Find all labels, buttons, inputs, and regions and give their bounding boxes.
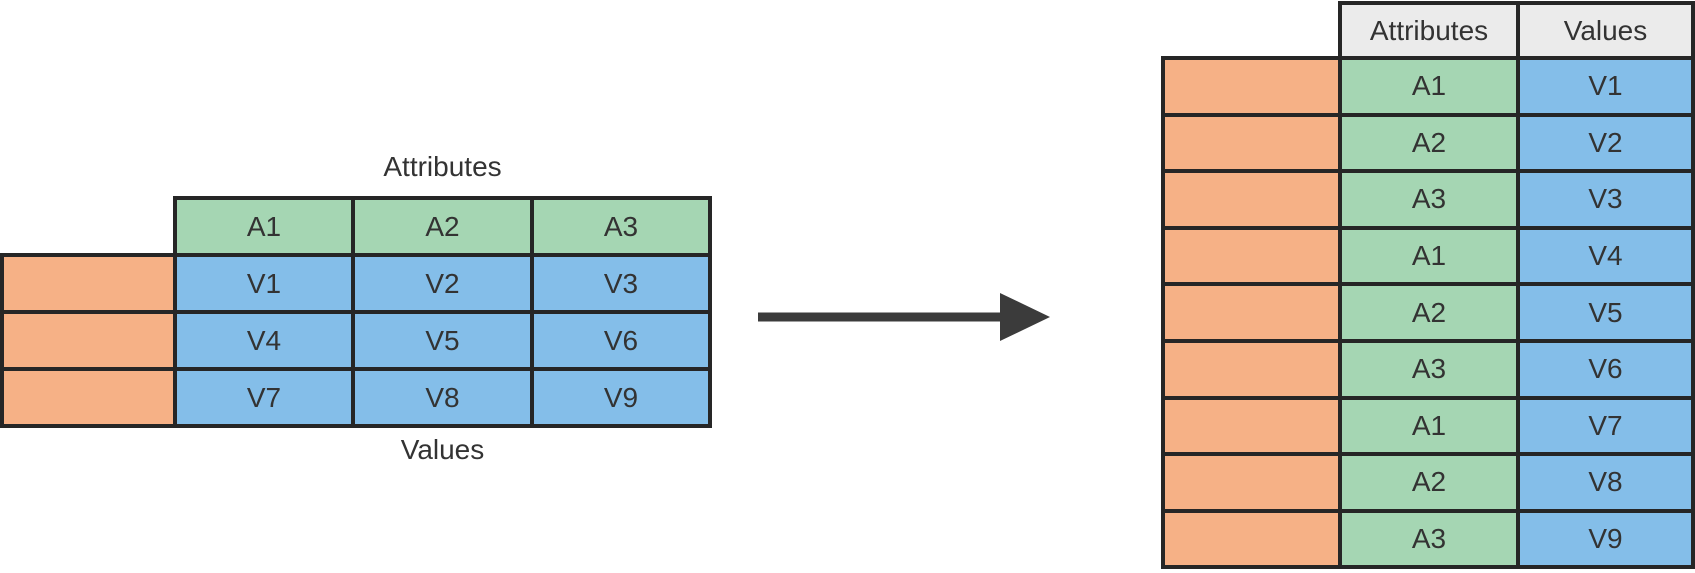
result-value-cell: V3 bbox=[1516, 169, 1695, 230]
result-attributes-header: Attributes bbox=[1338, 1, 1520, 60]
result-value-cell: V1 bbox=[1516, 56, 1695, 117]
result-attr-cell: A1 bbox=[1338, 225, 1520, 287]
result-row-stub bbox=[1161, 112, 1342, 174]
corner-spacer bbox=[1163, 3, 1340, 58]
source-value-cell: V1 bbox=[173, 253, 355, 314]
result-data-row: A2 V5 bbox=[1161, 282, 1695, 343]
source-attr-header-cell: A1 bbox=[173, 196, 355, 257]
result-table: Attributes Values A1 V1 A2 V2 A3 V3 A1 V… bbox=[1161, 1, 1695, 570]
result-data-row: A1 V1 bbox=[1161, 56, 1695, 117]
source-value-cell: V5 bbox=[351, 310, 534, 371]
result-row-stub bbox=[1161, 225, 1342, 287]
result-row-stub bbox=[1161, 338, 1342, 400]
transform-arrow bbox=[753, 290, 1055, 344]
source-value-cell: V8 bbox=[351, 367, 534, 428]
result-attr-cell: A1 bbox=[1338, 56, 1520, 117]
result-attr-cell: A3 bbox=[1338, 338, 1520, 400]
corner-spacer bbox=[2, 198, 175, 255]
result-data-row: A3 V9 bbox=[1161, 508, 1695, 570]
source-values-label: Values bbox=[400, 434, 485, 465]
result-attr-cell: A3 bbox=[1338, 169, 1520, 230]
result-data-row: A3 V3 bbox=[1161, 169, 1695, 230]
source-data-row: V4 V5 V6 bbox=[0, 310, 712, 371]
result-data-row: A2 V8 bbox=[1161, 452, 1695, 513]
source-value-cell: V4 bbox=[173, 310, 355, 371]
result-data-row: A3 V6 bbox=[1161, 338, 1695, 400]
result-attr-cell: A2 bbox=[1338, 112, 1520, 174]
result-value-cell: V7 bbox=[1516, 395, 1695, 457]
result-row-stub bbox=[1161, 508, 1342, 570]
result-data-row: A1 V4 bbox=[1161, 225, 1695, 287]
result-value-cell: V5 bbox=[1516, 282, 1695, 343]
result-value-cell: V2 bbox=[1516, 112, 1695, 174]
result-attr-cell: A1 bbox=[1338, 395, 1520, 457]
result-row-stub bbox=[1161, 282, 1342, 343]
result-value-cell: V4 bbox=[1516, 225, 1695, 287]
result-row-stub bbox=[1161, 56, 1342, 117]
source-row-stub bbox=[0, 253, 177, 314]
source-row-stub bbox=[0, 310, 177, 371]
source-attr-header-cell: A2 bbox=[351, 196, 534, 257]
source-data-row: V7 V8 V9 bbox=[0, 367, 712, 428]
source-value-cell: V6 bbox=[530, 310, 712, 371]
result-attr-cell: A2 bbox=[1338, 452, 1520, 513]
result-values-header: Values bbox=[1516, 1, 1695, 60]
source-value-cell: V9 bbox=[530, 367, 712, 428]
result-value-cell: V6 bbox=[1516, 338, 1695, 400]
result-row-stub bbox=[1161, 169, 1342, 230]
result-value-cell: V9 bbox=[1516, 508, 1695, 570]
source-attributes-label: Attributes bbox=[383, 151, 502, 182]
result-attr-cell: A3 bbox=[1338, 508, 1520, 570]
result-attr-cell: A2 bbox=[1338, 282, 1520, 343]
source-table: A1 A2 A3 V1 V2 V3 V4 V5 V6 V7 V8 V9 bbox=[0, 196, 712, 428]
result-header-row: Attributes Values bbox=[1163, 1, 1695, 60]
source-data-row: V1 V2 V3 bbox=[0, 253, 712, 314]
result-data-row: A1 V7 bbox=[1161, 395, 1695, 457]
result-row-stub bbox=[1161, 395, 1342, 457]
source-attr-header-cell: A3 bbox=[530, 196, 712, 257]
right-arrow-icon bbox=[758, 293, 1050, 341]
source-value-cell: V2 bbox=[351, 253, 534, 314]
result-row-stub bbox=[1161, 452, 1342, 513]
result-value-cell: V8 bbox=[1516, 452, 1695, 513]
result-data-row: A2 V2 bbox=[1161, 112, 1695, 174]
source-value-cell: V7 bbox=[173, 367, 355, 428]
source-row-stub bbox=[0, 367, 177, 428]
source-value-cell: V3 bbox=[530, 253, 712, 314]
source-header-row: A1 A2 A3 bbox=[2, 196, 712, 257]
